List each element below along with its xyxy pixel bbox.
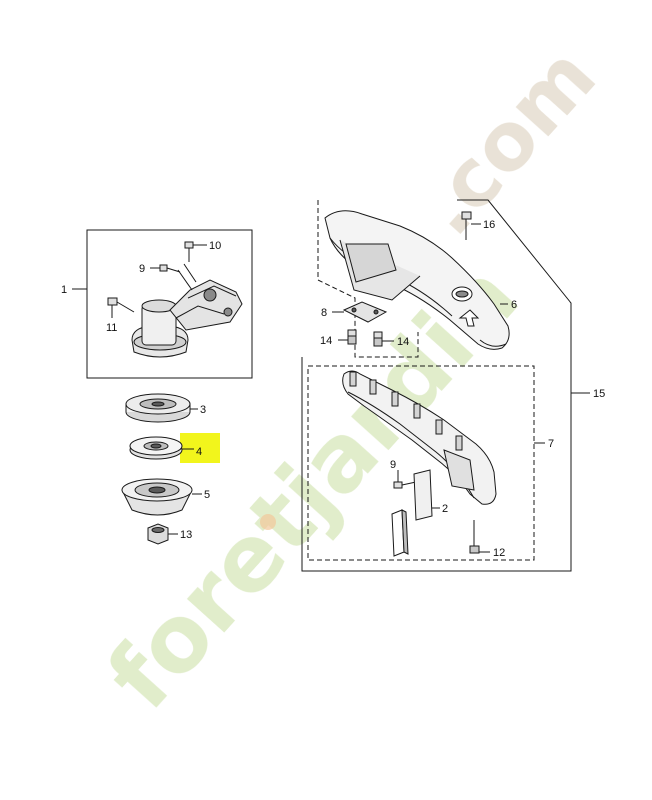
watermark-accent-dot xyxy=(260,514,276,530)
part-13-nut xyxy=(147,523,178,545)
bolt-9-upper xyxy=(150,264,181,273)
callout-4[interactable]: 4 xyxy=(196,446,202,458)
bolt-9-lower xyxy=(393,470,417,489)
callout-9-upper[interactable]: 9 xyxy=(139,263,145,275)
callout-8[interactable]: 8 xyxy=(321,307,327,319)
callout-2[interactable]: 2 xyxy=(442,503,448,515)
gear-case-part xyxy=(131,263,243,358)
callout-9-lower[interactable]: 9 xyxy=(390,459,396,471)
part-3-pulley xyxy=(125,393,198,423)
callout-12[interactable]: 12 xyxy=(493,547,505,559)
highlight-part-4 xyxy=(180,433,220,463)
part-8-plate xyxy=(332,301,388,323)
bolt-12 xyxy=(469,520,490,554)
group-6-frame xyxy=(317,200,419,358)
bolt-10 xyxy=(184,241,207,262)
callout-16[interactable]: 16 xyxy=(483,219,495,231)
watermark-tld-text: .com xyxy=(400,30,614,253)
callout-6[interactable]: 6 xyxy=(511,299,517,311)
bolt-14-left xyxy=(338,329,357,345)
callout-1[interactable]: 1 xyxy=(61,284,67,296)
part-5-cup xyxy=(121,478,202,516)
group-1-frame xyxy=(86,229,253,379)
bolt-16 xyxy=(461,211,481,240)
bolt-11 xyxy=(107,297,135,318)
part-6-guard-cover xyxy=(324,210,510,350)
part-7-guard-body xyxy=(342,370,497,505)
callout-14-right[interactable]: 14 xyxy=(397,336,409,348)
callout-14-left[interactable]: 14 xyxy=(320,335,332,347)
bolt-14-right xyxy=(373,331,394,347)
callout-11[interactable]: 11 xyxy=(106,322,117,334)
part-4-washer xyxy=(129,436,194,460)
group-15-frame xyxy=(301,199,590,572)
callout-5[interactable]: 5 xyxy=(204,489,210,501)
part-2-cutter xyxy=(391,469,440,557)
callout-3[interactable]: 3 xyxy=(200,404,206,416)
callout-15[interactable]: 15 xyxy=(593,388,605,400)
callout-13[interactable]: 13 xyxy=(180,529,192,541)
group-1-gear-case: 1 10 9 xyxy=(61,229,253,379)
callout-10[interactable]: 10 xyxy=(209,240,221,252)
callout-7[interactable]: 7 xyxy=(548,438,554,450)
group-7-frame xyxy=(307,365,535,561)
